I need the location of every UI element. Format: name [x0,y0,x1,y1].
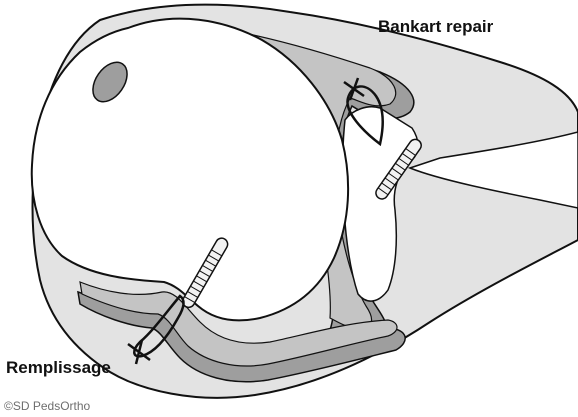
copyright-notice: ©SD PedsOrtho [4,399,91,413]
label-bankart-repair: Bankart repair [378,17,494,36]
label-remplissage: Remplissage [6,358,111,377]
